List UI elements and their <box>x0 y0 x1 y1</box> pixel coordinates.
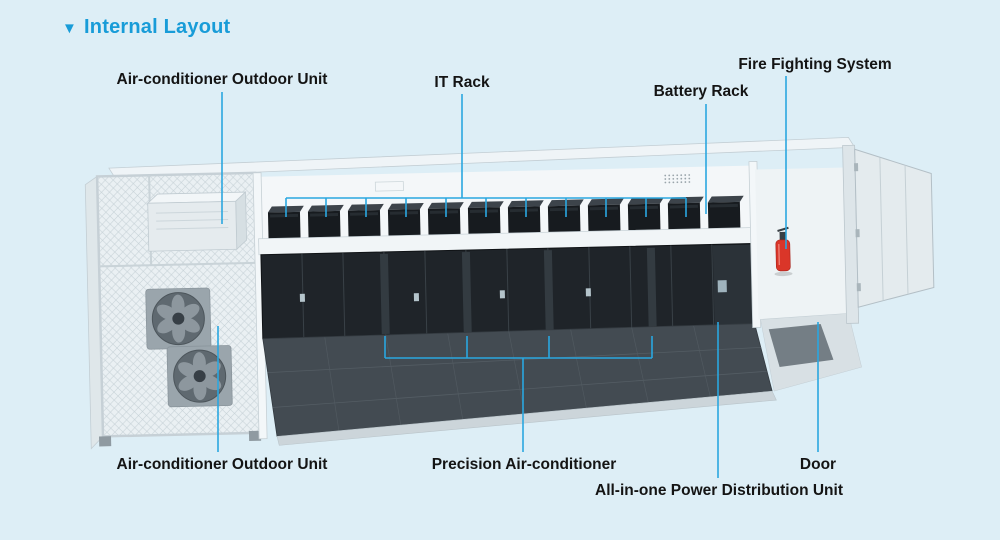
vent-dots <box>664 174 691 184</box>
label-ac-outdoor-top: Air-conditioner Outdoor Unit <box>116 71 328 88</box>
rack-row <box>260 243 756 340</box>
fan-unit-lower-icon <box>166 344 233 408</box>
floor-grating <box>262 323 777 446</box>
door-section <box>755 144 935 392</box>
pdu-screen <box>717 280 727 293</box>
label-it-rack: IT Rack <box>434 74 490 91</box>
label-fire-fighting: Fire Fighting System <box>738 56 892 73</box>
callout-precision-ac <box>384 336 653 452</box>
fan-unit-upper-icon <box>145 287 212 350</box>
label-battery-rack: Battery Rack <box>653 83 749 100</box>
label-pdu: All-in-one Power Distribution Unit <box>595 482 843 499</box>
ceiling-detail <box>374 181 404 192</box>
outdoor-unit-box <box>146 191 247 252</box>
page-title: ▼ Internal Layout <box>62 16 230 39</box>
rack-screens <box>299 288 591 302</box>
callout-lines <box>217 76 819 478</box>
power-distribution-unit <box>712 244 755 328</box>
triangle-marker-icon: ▼ <box>62 20 78 37</box>
callout-it-rack <box>285 94 687 217</box>
page-title-text: Internal Layout <box>84 16 231 38</box>
label-door: Door <box>799 456 837 473</box>
container <box>84 136 935 450</box>
label-ac-outdoor-bottom: Air-conditioner Outdoor Unit <box>116 456 328 473</box>
label-precision-ac: Precision Air-conditioner <box>431 456 617 473</box>
open-door-panel <box>853 148 935 308</box>
